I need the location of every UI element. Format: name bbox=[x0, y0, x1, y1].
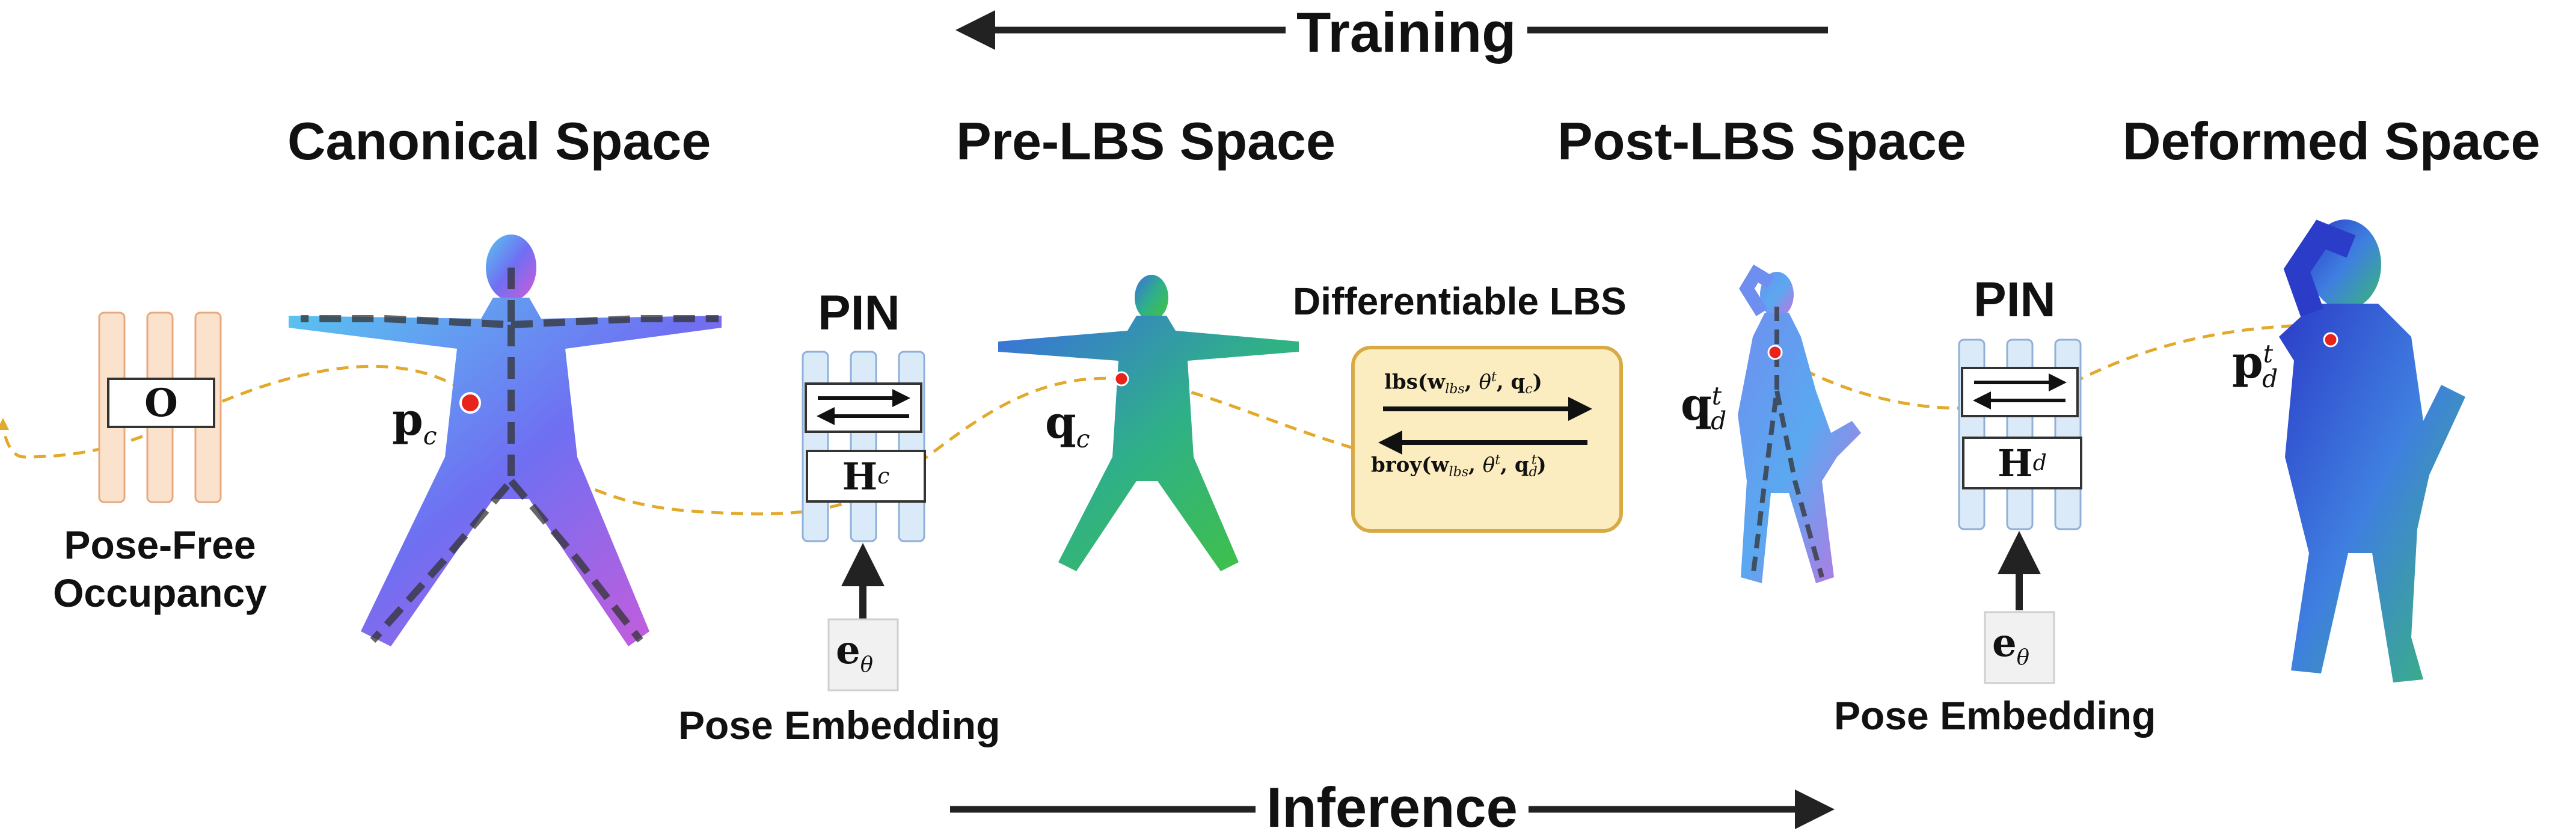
point-pdt bbox=[2323, 332, 2338, 348]
pose-embedding-right-symbol: eθ bbox=[1992, 621, 2029, 670]
label-pc: pc bbox=[392, 394, 437, 450]
pose-embedding-left-box bbox=[827, 618, 899, 691]
post-lbs-space-title: Post-LBS Space bbox=[1557, 111, 1966, 171]
occupancy-label-line1: Pose-Free bbox=[64, 523, 256, 567]
pre-lbs-body-figure bbox=[998, 275, 1299, 571]
label-qdt: qtd bbox=[1681, 379, 1727, 435]
pose-embedding-left-label: Pose Embedding bbox=[678, 703, 1001, 747]
training-label: Training bbox=[1286, 0, 1527, 65]
point-pc bbox=[459, 392, 481, 414]
pin-left-title: PIN bbox=[818, 286, 900, 340]
deformed-space-title: Deformed Space bbox=[2123, 111, 2541, 171]
pin-left-h-sub: c bbox=[877, 464, 890, 489]
canonical-space-title: Canonical Space bbox=[287, 111, 711, 171]
point-qc bbox=[1114, 371, 1129, 387]
pin-left-h-symbol: H bbox=[842, 454, 878, 498]
canonical-body-figure bbox=[289, 235, 722, 646]
lbs-backward-formula: broy(wlbs, θt, qdt) bbox=[1371, 452, 1547, 480]
lbs-block bbox=[1351, 346, 1623, 533]
inference-label: Inference bbox=[1256, 775, 1529, 840]
occupancy-o-box: O bbox=[107, 378, 215, 428]
occupancy-label: Pose-Free Occupancy bbox=[46, 521, 274, 617]
pose-embedding-right-label: Pose Embedding bbox=[1834, 693, 2156, 738]
lbs-forward-formula: lbs(wlbs, θt, qc) bbox=[1384, 369, 1542, 397]
pin-right-h-sub: d bbox=[2032, 450, 2047, 476]
lbs-title: Differentiable LBS bbox=[1293, 280, 1627, 323]
pose-embedding-right-box bbox=[1984, 611, 2055, 684]
pre-lbs-space-title: Pre-LBS Space bbox=[956, 111, 1336, 171]
point-qdt bbox=[1767, 345, 1783, 360]
label-qc: qc bbox=[1045, 397, 1090, 453]
pin-right-title: PIN bbox=[1973, 272, 2056, 327]
pin-right-h-symbol: H bbox=[1998, 441, 2033, 485]
label-pdt: ptd bbox=[2232, 337, 2278, 393]
pose-embedding-left-symbol: eθ bbox=[836, 628, 873, 677]
occupancy-label-line2: Occupancy bbox=[53, 571, 267, 615]
deformed-body-figure bbox=[2279, 219, 2465, 682]
post-lbs-body-figure bbox=[1738, 264, 1861, 583]
occupancy-o-symbol: O bbox=[144, 380, 178, 426]
